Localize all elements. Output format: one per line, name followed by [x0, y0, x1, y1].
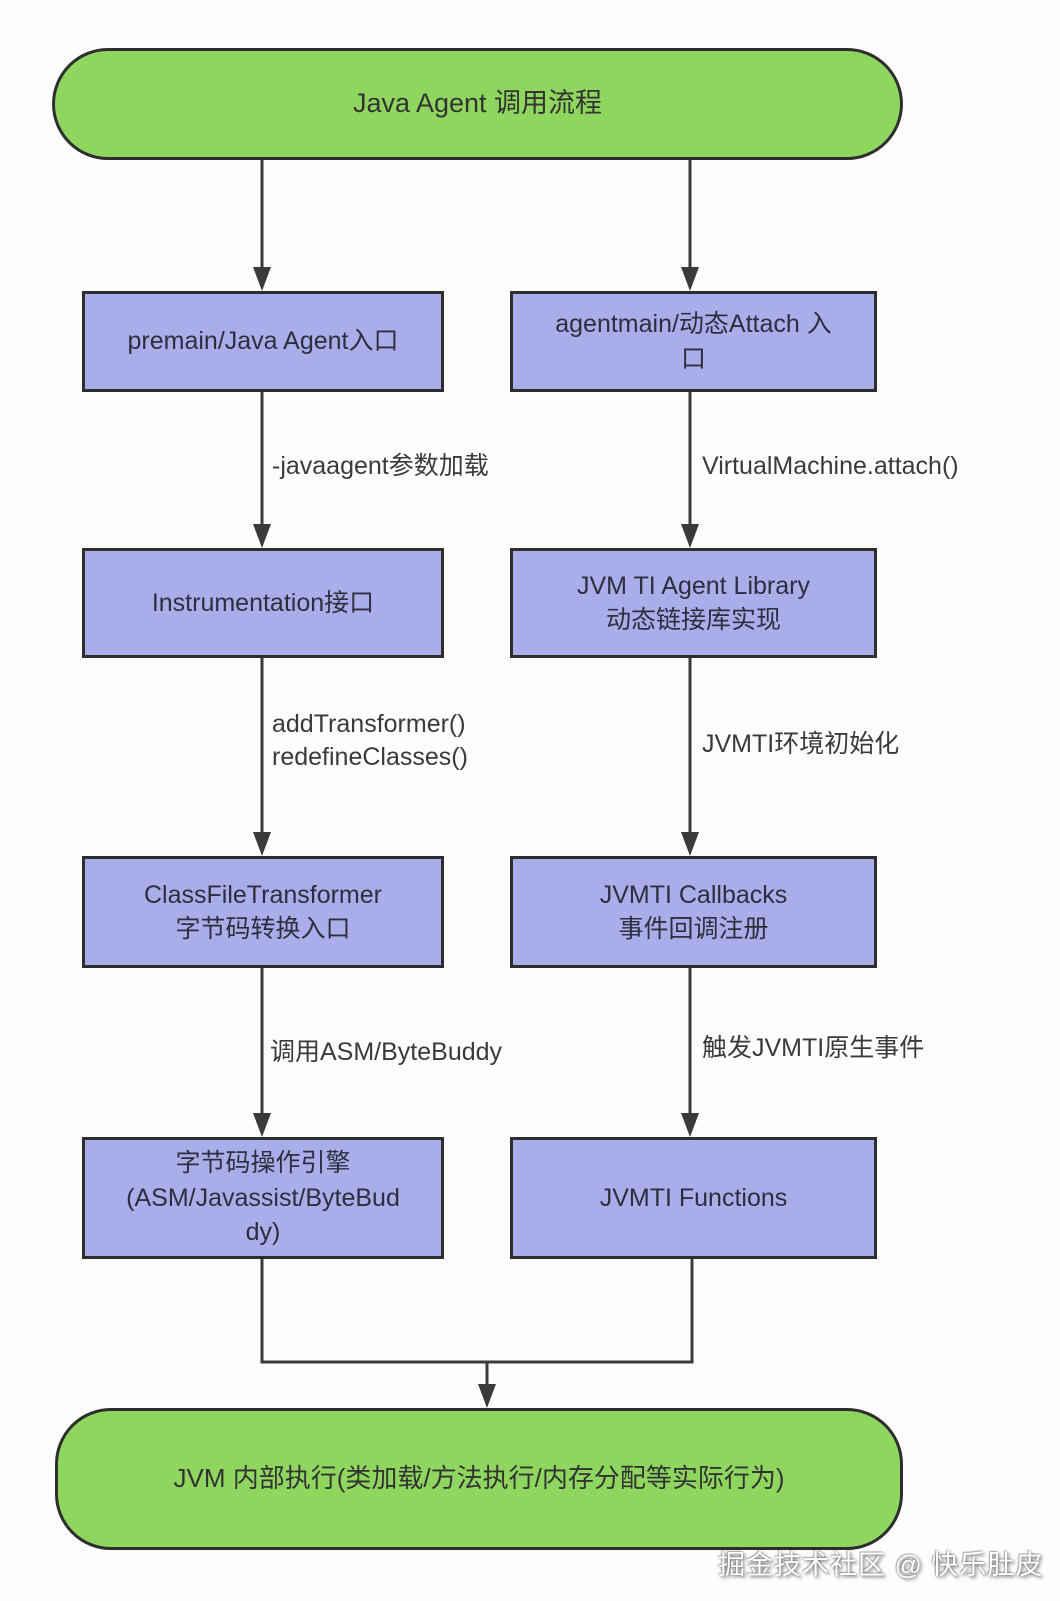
edge-label-javaagent-param: -javaagent参数加载	[272, 452, 489, 480]
node-premain-label: premain/Java Agent入口	[127, 327, 399, 356]
arrowhead	[681, 524, 699, 548]
node-start-label: Java Agent 调用流程	[352, 88, 603, 119]
node-bytecode-engine-label: 字节码操作引擎 (ASM/Javassist/ByteBud dy)	[126, 1149, 400, 1247]
arrowhead	[681, 832, 699, 856]
arrowhead	[478, 1384, 496, 1408]
edge-label-trigger-native-events: 触发JVMTI原生事件	[702, 1034, 925, 1062]
arrowhead	[253, 832, 271, 856]
watermark-text: 掘金技术社区 @ 快乐肚皮	[718, 1550, 1044, 1580]
node-jvm-internal: JVM 内部执行(类加载/方法执行/内存分配等实际行为)	[55, 1408, 903, 1550]
node-jvmti-callbacks: JVMTI Callbacks 事件回调注册	[510, 856, 877, 968]
node-class-file-transformer-label: ClassFileTransformer 字节码转换入口	[143, 880, 382, 944]
node-premain: premain/Java Agent入口	[82, 291, 444, 392]
arrowhead	[681, 267, 699, 291]
edge-merge	[260, 1259, 694, 1364]
arrowhead	[253, 524, 271, 548]
arrowhead	[253, 1113, 271, 1137]
edge-label-jvmti-init: JVMTI环境初始化	[702, 730, 900, 758]
node-agentmain: agentmain/动态Attach 入 口	[510, 291, 877, 392]
node-start: Java Agent 调用流程	[52, 48, 903, 160]
edge-label-add-transformer: addTransformer() redefineClasses()	[272, 710, 468, 771]
node-instrumentation: Instrumentation接口	[82, 548, 444, 658]
node-class-file-transformer: ClassFileTransformer 字节码转换入口	[82, 856, 444, 968]
node-jvmti-agent-library-label: JVM TI Agent Library 动态链接库实现	[577, 571, 810, 635]
node-agentmain-label: agentmain/动态Attach 入 口	[555, 310, 832, 373]
edge-label-vm-attach: VirtualMachine.attach()	[702, 452, 959, 480]
arrowhead	[253, 267, 271, 291]
node-jvmti-agent-library: JVM TI Agent Library 动态链接库实现	[510, 548, 877, 658]
node-bytecode-engine: 字节码操作引擎 (ASM/Javassist/ByteBud dy)	[82, 1137, 444, 1259]
node-jvm-internal-label: JVM 内部执行(类加载/方法执行/内存分配等实际行为)	[173, 1463, 785, 1494]
edge-label-call-asm: 调用ASM/ByteBuddy	[270, 1038, 503, 1066]
node-jvmti-functions-label: JVMTI Functions	[599, 1183, 788, 1212]
node-jvmti-functions: JVMTI Functions	[510, 1137, 877, 1259]
node-instrumentation-label: Instrumentation接口	[151, 588, 375, 617]
node-jvmti-callbacks-label: JVMTI Callbacks 事件回调注册	[599, 880, 788, 944]
arrowhead	[681, 1113, 699, 1137]
